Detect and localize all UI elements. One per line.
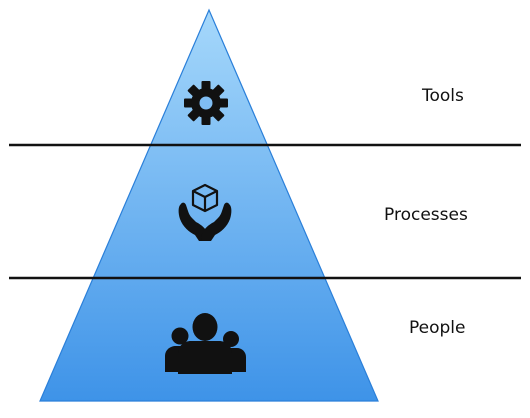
- hands-holding-cube-icon: [178, 183, 232, 241]
- tier-label-tools: Tools: [422, 86, 464, 106]
- gear-icon: [184, 81, 228, 125]
- pyramid: [39, 8, 379, 402]
- tier-label-processes: Processes: [384, 205, 468, 225]
- tier-label-people: People: [409, 318, 466, 338]
- group-of-people-icon: [165, 313, 246, 374]
